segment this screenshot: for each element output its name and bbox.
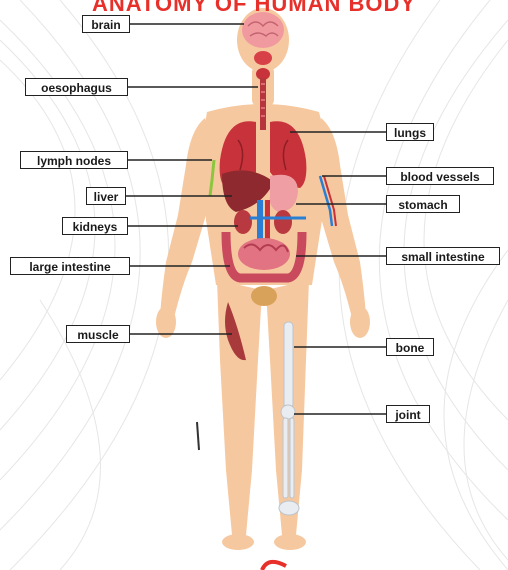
brain-organ <box>242 12 284 48</box>
label-oesophagus: oesophagus <box>25 78 128 96</box>
label-blood-vessels: blood vessels <box>386 167 494 185</box>
bladder-organ <box>251 286 277 306</box>
bottom-red-curve <box>262 562 286 570</box>
label-muscle: muscle <box>66 325 130 343</box>
label-lungs: lungs <box>386 123 434 141</box>
diagram-title: ANATOMY OF HUMAN BODY <box>0 0 508 17</box>
label-large-intestine: large intestine <box>10 257 130 275</box>
label-stomach: stomach <box>386 195 460 213</box>
label-lymph-nodes: lymph nodes <box>20 151 128 169</box>
label-kidneys: kidneys <box>62 217 128 235</box>
label-joint: joint <box>386 405 430 423</box>
stray-mark <box>197 422 199 450</box>
label-liver: liver <box>86 187 126 205</box>
label-bone: bone <box>386 338 434 356</box>
label-brain: brain <box>82 15 130 33</box>
label-small-intestine: small intestine <box>386 247 500 265</box>
